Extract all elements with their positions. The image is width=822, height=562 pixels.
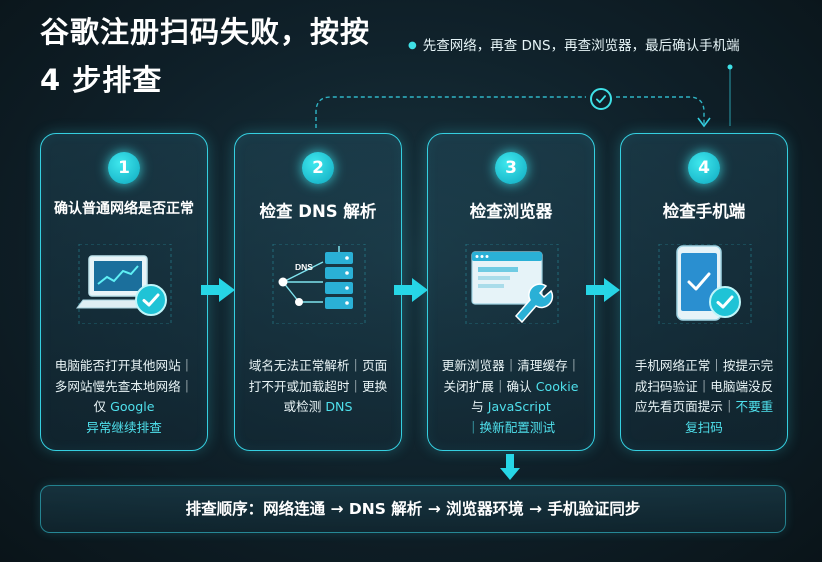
step-card-4: 4 检查手机端 手机网络正常｜按提示完成扫码验证｜电脑端没反应先看页面提示｜不要… xyxy=(620,133,788,451)
arrow-down-icon xyxy=(500,454,520,480)
step-text-segment: 域名无法正常解析｜页面打不开或加载超时｜更换或检测 xyxy=(248,358,388,414)
step-title: 确认普通网络是否正常 xyxy=(54,201,194,217)
step-description: 更新浏览器｜清理缓存｜关闭扩展｜确认 Cookie 与 JavaScript ｜换… xyxy=(438,356,584,438)
step-number-badge: 1 xyxy=(108,152,140,184)
step-title: 检查浏览器 xyxy=(469,202,553,221)
arrow-right-icon xyxy=(394,278,428,302)
laptop-check-icon xyxy=(76,244,172,324)
dns-label: DNS xyxy=(295,262,313,272)
step-title: 检查手机端 xyxy=(662,202,746,221)
check-circle-icon xyxy=(590,88,612,110)
step-text-highlight: 异常继续排查 xyxy=(86,419,162,435)
dns-server-icon: DNS xyxy=(272,244,366,324)
step-description: 域名无法正常解析｜页面打不开或加载超时｜更换或检测 DNS xyxy=(245,356,391,418)
step-text-segment: 与 xyxy=(471,399,488,414)
step-text-highlight: 不要重复扫码 xyxy=(685,399,774,435)
flow-connector-line xyxy=(315,64,733,128)
step-text-highlight: DNS xyxy=(325,399,353,414)
bullet-dot-icon: ● xyxy=(408,40,417,51)
step-number-badge: 2 xyxy=(302,152,334,184)
step-number-badge: 3 xyxy=(495,152,527,184)
summary-bar: 排查顺序：网络连通 → DNS 解析 → 浏览器环境 → 手机验证同步 xyxy=(40,485,786,533)
step-card-1: 1 确认普通网络是否正常 电脑能否打开其他网站｜多网站慢先查本地网络｜仅 Goo… xyxy=(40,133,208,451)
subtitle-text: 先查网络，再查 DNS，再查浏览器，最后确认手机端 xyxy=(422,38,740,54)
browser-wrench-icon xyxy=(465,244,559,324)
step-text-highlight: JavaScript xyxy=(487,399,551,414)
step-text-segment: 更新浏览器｜清理缓存｜关闭扩展｜确认 xyxy=(441,358,581,394)
step-text-highlight: Cookie xyxy=(535,378,579,394)
step-text-segment: 手机网络正常｜按提示完成扫码验证｜电脑端没反应先看页面提示｜ xyxy=(634,358,774,414)
step-text-highlight: ｜换新配置测试 xyxy=(466,419,556,435)
arrow-right-icon xyxy=(586,278,620,302)
phone-check-icon xyxy=(658,244,752,324)
arrow-right-icon xyxy=(201,278,235,302)
step-description: 电脑能否打开其他网站｜多网站慢先查本地网络｜仅 Google 异常继续排查 xyxy=(51,356,197,438)
page-title: 谷歌注册扫码失败，按按 4 步排查 xyxy=(40,15,371,97)
step-number-badge: 4 xyxy=(688,152,720,184)
subtitle: ● 先查网络，再查 DNS，再查浏览器，最后确认手机端 xyxy=(408,34,740,54)
step-text-segment: 电脑能否打开其他网站｜多网站慢先查本地网络｜仅 xyxy=(54,358,194,414)
step-title: 检查 DNS 解析 xyxy=(259,202,377,221)
step-text-highlight: Google xyxy=(110,399,155,414)
step-card-3: 3 检查浏览器 更新浏览器｜清理缓存｜关闭扩展｜确认 Cookie 与 Java… xyxy=(427,133,595,451)
step-description: 手机网络正常｜按提示完成扫码验证｜电脑端没反应先看页面提示｜不要重复扫码 xyxy=(631,356,777,438)
step-card-2: 2 检查 DNS 解析 DNS 域名无法正常解析｜页面打不开或加载超时｜更换或检… xyxy=(234,133,402,451)
